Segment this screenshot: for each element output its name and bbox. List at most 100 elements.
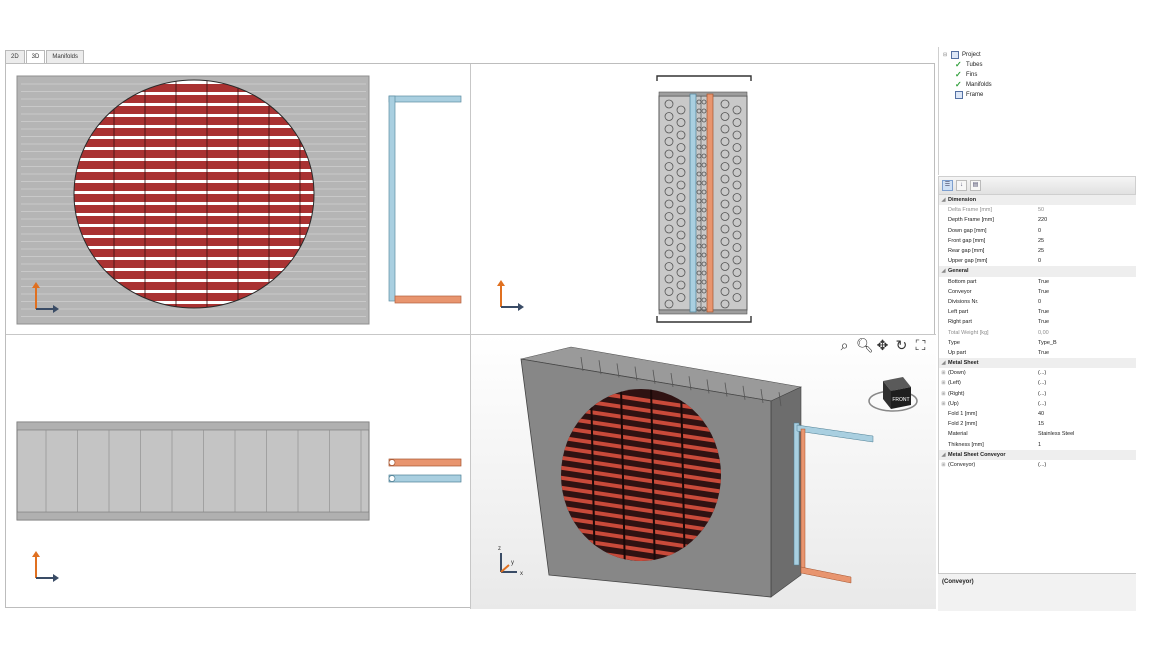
- tube-hole: [701, 216, 707, 222]
- property-value[interactable]: 1: [1038, 441, 1042, 448]
- side-viewport[interactable]: [471, 64, 936, 334]
- tab-2d[interactable]: 2D: [5, 50, 25, 63]
- property-row[interactable]: Thikness [mm]1: [939, 440, 1136, 450]
- property-value[interactable]: 0: [1038, 298, 1042, 305]
- property-row[interactable]: Total Weight [kg]0,00: [939, 327, 1136, 337]
- property-name: (Left): [948, 380, 961, 387]
- tube-row: [74, 117, 314, 125]
- property-category[interactable]: ◢Metal Sheet Conveyor: [939, 449, 1136, 460]
- property-row[interactable]: Depth Frame [mm]220: [939, 215, 1136, 225]
- property-value[interactable]: 40: [1038, 411, 1045, 418]
- rotate-icon[interactable]: ↻: [895, 338, 908, 354]
- tube-hole: [701, 117, 707, 123]
- tree-item-tubes[interactable]: ✓ Tubes: [955, 60, 983, 69]
- property-name: Fold 2 [mm]: [948, 421, 978, 428]
- property-value[interactable]: True: [1038, 278, 1050, 285]
- collapse-triangle-icon[interactable]: ◢: [941, 268, 946, 275]
- view-cube[interactable]: FRONT: [868, 377, 918, 412]
- property-value[interactable]: (...): [1038, 370, 1047, 377]
- property-category[interactable]: ◢Metal Sheet: [939, 358, 1136, 369]
- tube-hole: [720, 149, 730, 159]
- tube-row-3d: [561, 415, 721, 445]
- collapse-icon[interactable]: ⊟: [943, 52, 948, 58]
- property-value[interactable]: True: [1038, 319, 1050, 326]
- property-row[interactable]: Fold 2 [mm] 15: [939, 419, 1136, 429]
- property-row[interactable]: Delta Frame [mm]50: [939, 205, 1136, 215]
- collapse-triangle-icon[interactable]: ◢: [941, 451, 946, 458]
- tree-item-project[interactable]: ⊟ Project: [943, 51, 981, 59]
- expand-icon[interactable]: ⊞: [941, 400, 946, 407]
- fit-all-icon[interactable]: ⛶: [915, 338, 926, 354]
- property-row[interactable]: ⊞(Conveyor)(...): [939, 460, 1136, 470]
- tube-hole: [676, 205, 686, 215]
- property-row[interactable]: Rear gap [mm]25: [939, 246, 1136, 256]
- tree-item-fins[interactable]: ✓ Fins: [955, 70, 978, 79]
- property-value[interactable]: 220: [1038, 217, 1048, 224]
- 3d-viewport[interactable]: ⌕ 🔍︎ ✥ ↻ ⛶: [471, 335, 936, 609]
- expand-icon[interactable]: ⊞: [941, 370, 946, 377]
- property-value[interactable]: 50: [1038, 207, 1045, 214]
- property-row[interactable]: ⊞(Left) (...): [939, 378, 1136, 388]
- pan-icon[interactable]: ✥: [876, 338, 889, 354]
- tab-3d[interactable]: 3D: [25, 50, 46, 63]
- collapse-triangle-icon[interactable]: ◢: [941, 197, 946, 204]
- property-category[interactable]: ◢Dimension: [939, 195, 1136, 206]
- zoom-window-icon[interactable]: ⌕: [840, 338, 849, 354]
- property-value[interactable]: 15: [1038, 421, 1045, 428]
- property-category[interactable]: ◢General: [939, 266, 1136, 277]
- property-value[interactable]: 0,00: [1038, 329, 1049, 336]
- property-pages-icon[interactable]: ▤: [970, 180, 981, 191]
- property-value[interactable]: True: [1038, 309, 1050, 316]
- property-row[interactable]: Divisions Nr.0: [939, 297, 1136, 307]
- tree-item-manifolds[interactable]: ✓ Manifolds: [955, 80, 992, 89]
- property-row[interactable]: Down gap [mm]0: [939, 226, 1136, 236]
- tube-hole: [720, 174, 730, 184]
- tube-hole: [701, 207, 707, 213]
- property-value[interactable]: 0: [1038, 258, 1042, 265]
- axis-icon: [32, 551, 59, 582]
- property-row[interactable]: Front gap [mm]25: [939, 236, 1136, 246]
- property-value[interactable]: (...): [1038, 390, 1047, 397]
- zoom-icon[interactable]: 🔍︎: [856, 338, 874, 354]
- tube-hole: [701, 144, 707, 150]
- property-value[interactable]: (...): [1038, 400, 1047, 407]
- property-value[interactable]: 0: [1038, 227, 1042, 234]
- collapse-triangle-icon[interactable]: ◢: [941, 360, 946, 367]
- property-value[interactable]: (...): [1038, 380, 1047, 387]
- property-value[interactable]: True: [1038, 288, 1050, 295]
- property-value[interactable]: Stainless Steel: [1038, 431, 1075, 438]
- property-row[interactable]: Fold 1 [mm]40: [939, 409, 1136, 419]
- expand-icon[interactable]: ⊞: [941, 380, 946, 387]
- horizontal-splitter[interactable]: [6, 334, 936, 335]
- opening-outline: [73, 79, 315, 309]
- top-viewport[interactable]: [6, 335, 470, 609]
- tube-hole: [732, 143, 742, 152]
- property-row[interactable]: Upper gap [mm]0: [939, 256, 1136, 266]
- property-row[interactable]: ⊞(Down)(...): [939, 368, 1136, 378]
- property-value[interactable]: Type_B: [1038, 339, 1057, 346]
- vertical-splitter[interactable]: [470, 64, 471, 609]
- tab-manifolds[interactable]: Manifolds: [46, 50, 85, 63]
- categorized-icon[interactable]: ☰: [942, 180, 953, 191]
- expand-icon[interactable]: ⊞: [941, 390, 946, 397]
- property-row[interactable]: ⊞(Right)(...): [939, 389, 1136, 399]
- property-value[interactable]: 25: [1038, 237, 1045, 244]
- property-value[interactable]: True: [1038, 349, 1050, 356]
- top-pipe-blue: [388, 474, 462, 483]
- property-row[interactable]: ⊞(Up)(...): [939, 399, 1136, 409]
- property-value[interactable]: 25: [1038, 248, 1045, 255]
- tube-row: [74, 282, 314, 290]
- tree-item-frame[interactable]: Frame: [943, 90, 1136, 100]
- expand-icon[interactable]: ⊞: [941, 461, 946, 468]
- tube-hole: [696, 99, 702, 105]
- property-value[interactable]: (...): [1038, 461, 1047, 468]
- alphabetical-icon[interactable]: ↓: [956, 180, 967, 191]
- front-viewport[interactable]: [6, 64, 470, 334]
